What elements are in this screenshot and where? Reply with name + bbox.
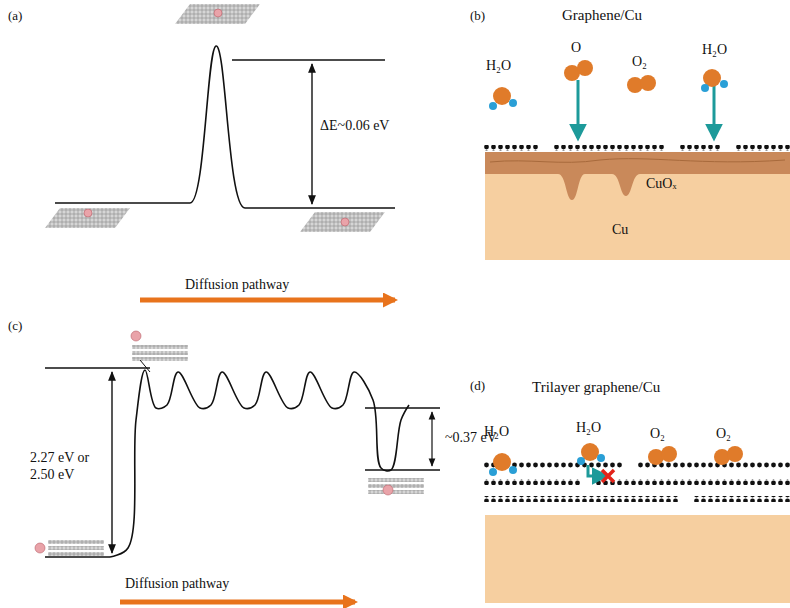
molecule-label: O xyxy=(571,40,581,57)
molecule-label: H₂O xyxy=(486,58,511,75)
panel-title: Trilayer graphene/Cu xyxy=(532,378,660,396)
energy-curve-c xyxy=(35,331,440,602)
graphene-cu-b xyxy=(482,60,790,260)
energy-barrier: ΔE~0.06 eV xyxy=(320,118,389,135)
panel-letter: (c) xyxy=(8,318,22,334)
panel-letter: (b) xyxy=(470,8,485,24)
axis-label: Diffusion pathway xyxy=(125,576,229,593)
energy-curve-a xyxy=(45,4,395,300)
panel-title: Graphene/Cu xyxy=(562,6,642,24)
molecule-label: H₂O xyxy=(484,424,509,441)
layer-label: Cu xyxy=(612,222,628,239)
axis-label: Diffusion pathway xyxy=(185,277,289,294)
molecule-label: O₂ xyxy=(716,426,731,443)
layer-label: CuOₓ xyxy=(646,176,677,193)
trilayer-d xyxy=(482,443,790,603)
molecule-label: O₂ xyxy=(650,426,665,443)
molecule-label: H₂O xyxy=(576,420,601,437)
molecule-label: O₂ xyxy=(632,54,647,71)
panel-letter: (d) xyxy=(470,378,485,394)
molecule-label: H₂O xyxy=(702,42,727,59)
panel-letter: (a) xyxy=(8,8,22,24)
energy-barrier: 2.27 eV or 2.50 eV xyxy=(30,450,106,484)
